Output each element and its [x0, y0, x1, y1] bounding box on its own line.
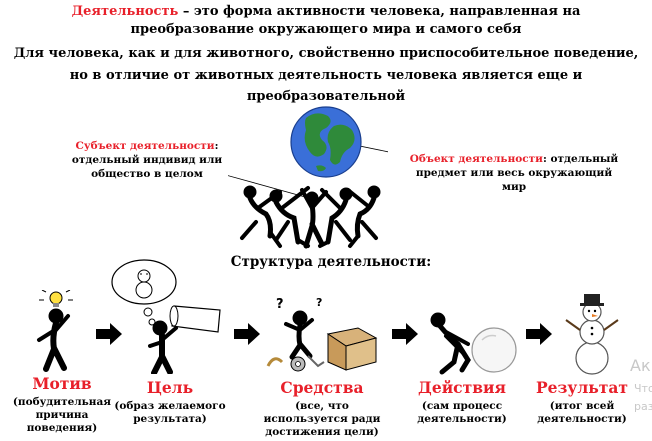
- behavior-line-3: преобразовательной: [246, 89, 406, 104]
- step-result-desc: (итог всей деятельности): [537, 400, 627, 425]
- subject-desc-1: отдельный индивид или: [71, 154, 223, 166]
- arrow-right-icon: [392, 323, 418, 345]
- box-icon: [326, 327, 378, 371]
- step-means-title: Средства: [280, 378, 364, 397]
- globe-icon: [290, 106, 362, 178]
- gear-icon: [290, 356, 306, 372]
- step-motive-desc: (побудительная причина поведения): [12, 396, 112, 434]
- scroll-icon: [169, 305, 221, 333]
- object-term: Объект деятельности: [409, 153, 543, 165]
- watermark-line-2: Что: [634, 382, 652, 395]
- step-actions-title: Действия: [418, 378, 506, 397]
- subject-desc-2: общество в целом: [91, 168, 203, 180]
- thought-bubble-icon: [111, 259, 177, 326]
- step-actions-desc: (сам процесс деятельности): [417, 400, 507, 425]
- step-goal-title: Цель: [146, 378, 194, 397]
- step-goal-desc: (образ желаемого результата): [114, 400, 226, 425]
- goal-figure: [111, 259, 221, 374]
- object-desc-3: мир: [501, 181, 527, 193]
- arrow-right-icon: [526, 323, 552, 345]
- object-note: Объект деятельности: отдельный предмет и…: [398, 152, 630, 194]
- svg-text:?: ?: [276, 297, 284, 312]
- watermark-line-3: раз: [634, 400, 652, 413]
- snowman-icon: [565, 294, 619, 375]
- result-figure: [565, 294, 619, 375]
- people-figures: [240, 185, 381, 249]
- subject-term: Субъект деятельности: [75, 140, 215, 152]
- svg-text:?: ?: [316, 296, 322, 309]
- behavior-line-2: но в отличие от животных деятельность че…: [69, 68, 583, 83]
- motive-figure: [37, 290, 73, 372]
- step-means-desc: (все, что используется ради достижения ц…: [263, 400, 381, 438]
- step-result-title: Результат: [535, 378, 629, 397]
- globe-illustration: [228, 106, 388, 249]
- step-motive-title: Мотив: [32, 374, 92, 393]
- watermark-line-1: Ак: [630, 356, 651, 375]
- object-desc-2: предмет или весь окружающий: [415, 167, 613, 179]
- means-figure: ? ?: [266, 296, 378, 372]
- lightbulb-icon: [39, 290, 73, 307]
- structure-title: Структура деятельности:: [230, 254, 432, 270]
- behavior-line-1: Для человека, как и для животного, свойс…: [13, 46, 639, 61]
- actions-figure: [430, 312, 517, 375]
- arrow-right-icon: [96, 323, 122, 345]
- definition-text: – это форма активности человека, направл…: [178, 4, 581, 19]
- definition-line-1: Деятельность – это форма активности чело…: [0, 4, 652, 20]
- definition-line-2: преобразование окружающего мира и самого…: [130, 22, 522, 37]
- definition-term: Деятельность: [71, 4, 179, 19]
- subject-note: Субъект деятельности: отдельный индивид …: [58, 139, 236, 181]
- arrow-right-icon: [234, 323, 260, 345]
- snowball-icon: [471, 327, 517, 373]
